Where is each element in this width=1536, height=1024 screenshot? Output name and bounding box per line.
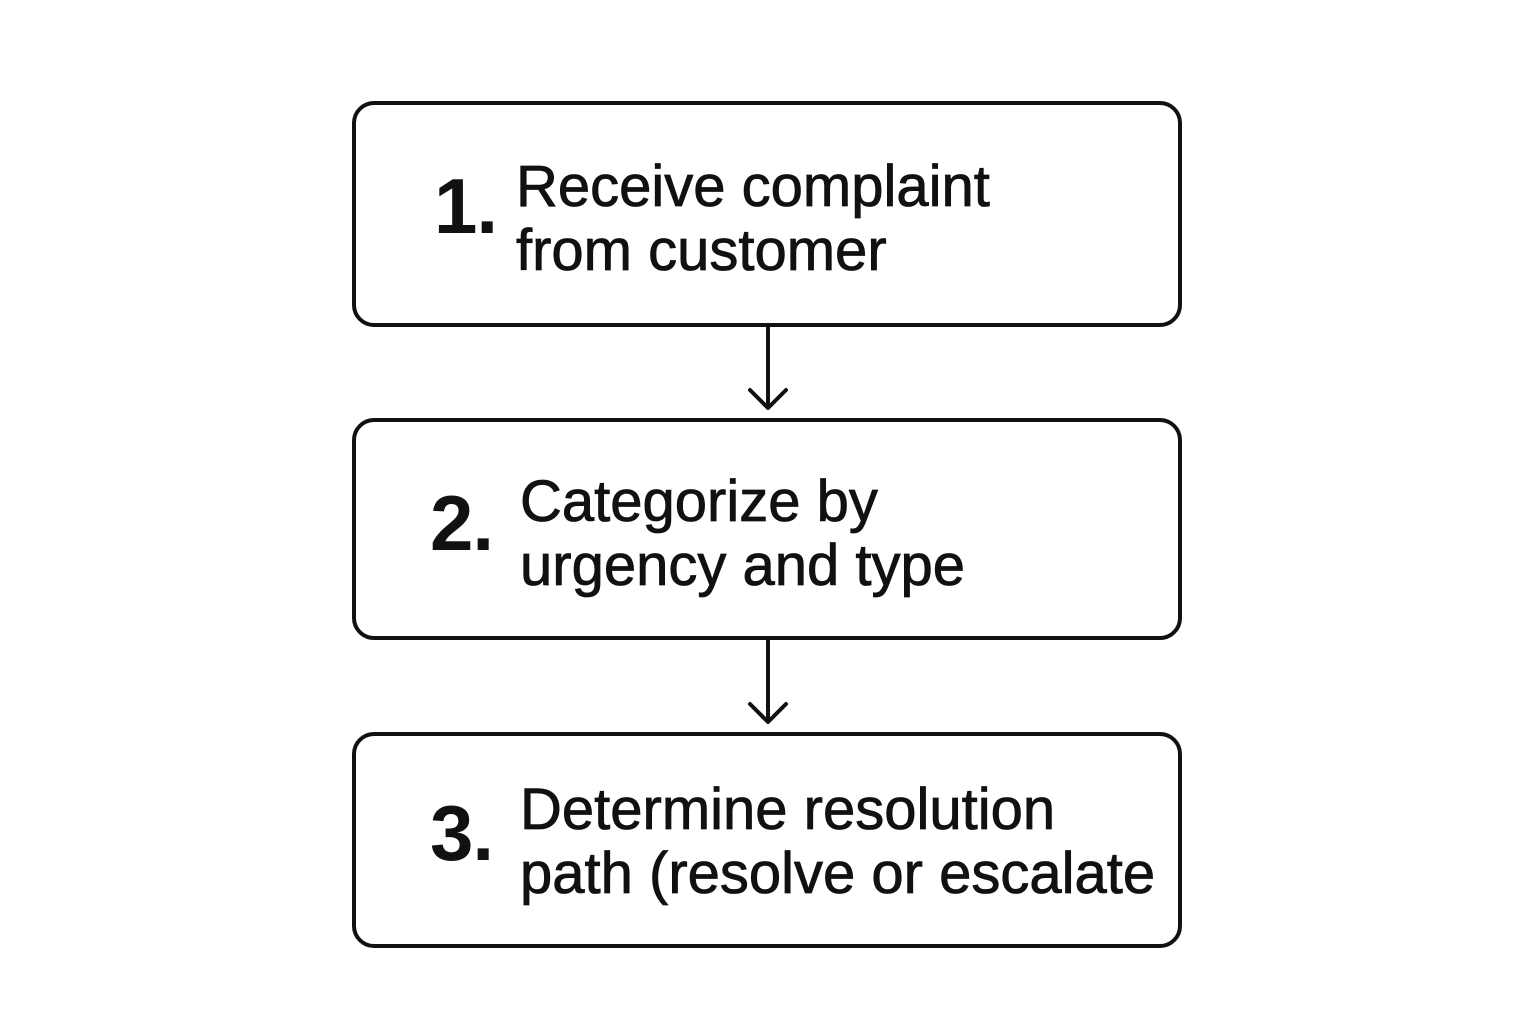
step-label-line: from customer <box>516 218 887 283</box>
step-label-line: Categorize by <box>520 469 879 534</box>
step-label-line: Determine resolution <box>520 777 1056 842</box>
step-label: Receive complaint from customer <box>516 154 991 283</box>
step-box-1: 1. Receive complaint from customer <box>352 101 1182 327</box>
step-number: 2. <box>430 479 494 567</box>
step-label-line: path (resolve or escalate <box>520 841 1156 906</box>
arrow-down-icon <box>748 640 788 724</box>
arrow-down-icon <box>748 326 788 410</box>
step-label-line: Receive complaint <box>516 154 991 219</box>
step-label: Categorize by urgency and type <box>520 469 966 598</box>
step-box-2: 2. Categorize by urgency and type <box>352 418 1182 640</box>
step-number: 3. <box>430 789 494 877</box>
step-box-3: 3. Determine resolution path (resolve or… <box>352 732 1182 948</box>
step-number: 1. <box>434 162 498 250</box>
step-label-line: urgency and type <box>520 533 966 598</box>
step-label: Determine resolution path (resolve or es… <box>520 777 1156 906</box>
